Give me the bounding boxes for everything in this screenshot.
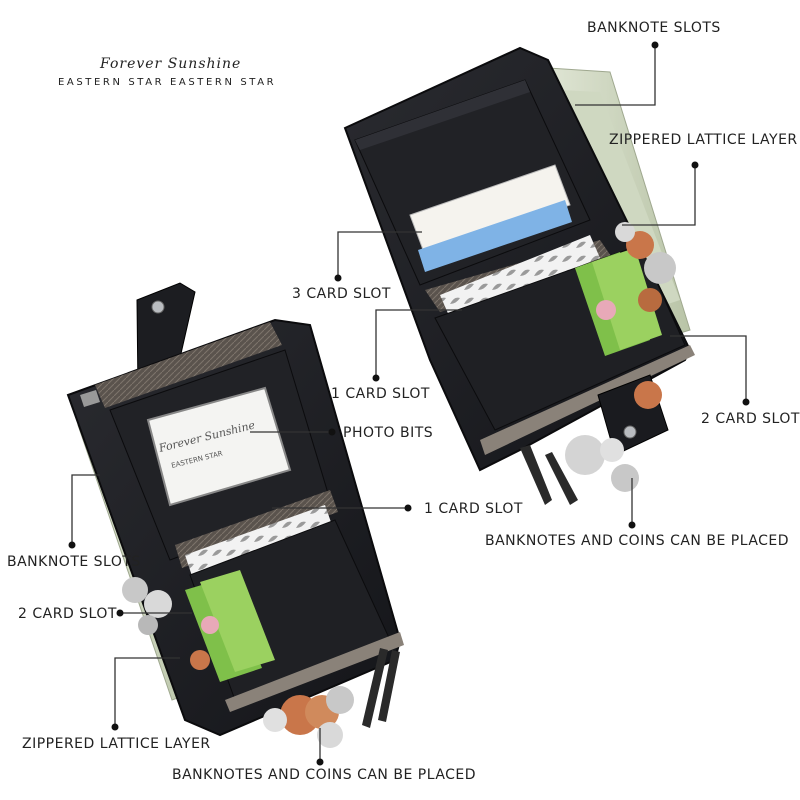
label-zippered-lattice-right: ZIPPERED LATTICE LAYER	[609, 132, 798, 148]
label-banknotes-coins-right: BANKNOTES AND COINS CAN BE PLACED	[485, 533, 790, 549]
brand-tagline: EASTERN STAR EASTERN STAR	[58, 77, 277, 88]
lower-left-wallet: Forever Sunshine EASTERN STAR	[66, 282, 404, 748]
label-1-card-slot-upper: 1 CARD SLOT	[331, 386, 430, 402]
label-photo-bits: PHOTO BITS	[343, 425, 434, 441]
label-banknote-slots-right: BANKNOTE SLOTS	[587, 20, 721, 36]
brand-script-name: Forever Sunshine	[100, 56, 242, 72]
label-1-card-slot-lower: 1 CARD SLOT	[424, 501, 523, 517]
label-banknote-slots-left: BANKNOTE SLOTS	[7, 554, 141, 570]
label-zippered-lattice-left: ZIPPERED LATTICE LAYER	[22, 736, 211, 752]
label-banknotes-coins-bottom: BANKNOTES AND COINS CAN BE PLACED	[172, 767, 477, 783]
callout-lines	[71, 45, 747, 762]
label-3-card-slot: 3 CARD SLOT	[292, 286, 391, 302]
label-2-card-slot-left: 2 CARD SLOT	[18, 606, 117, 622]
label-2-card-slot-right: 2 CARD SLOT	[701, 411, 800, 427]
upper-right-wallet	[343, 46, 695, 505]
callout-dots	[68, 41, 750, 766]
